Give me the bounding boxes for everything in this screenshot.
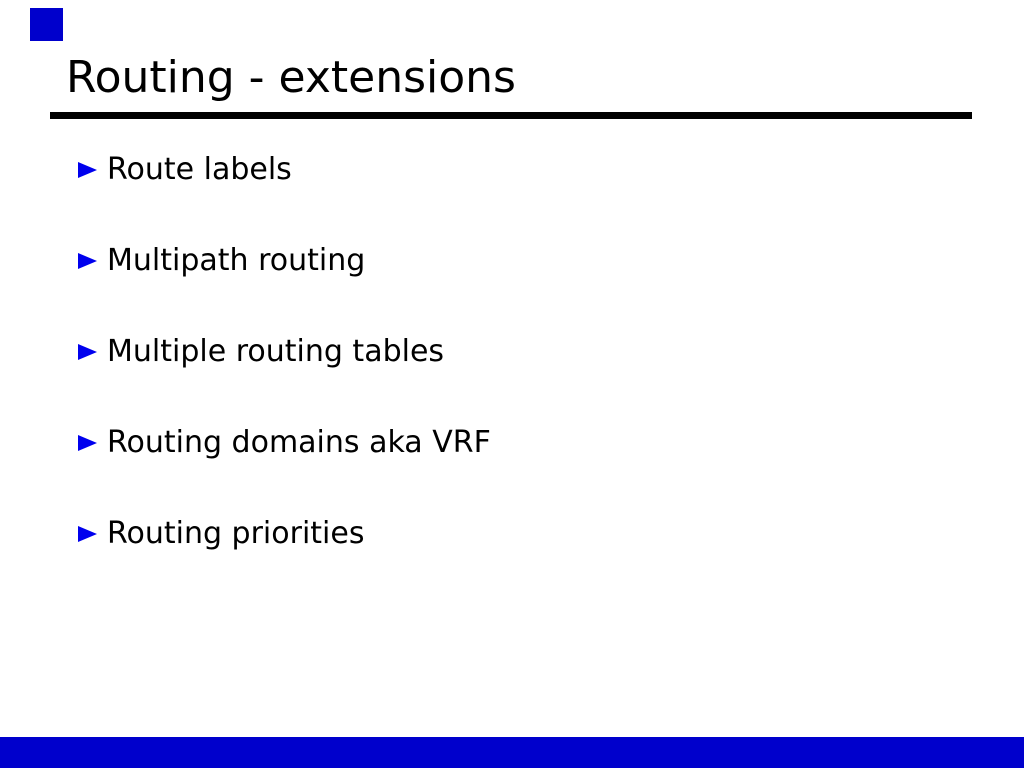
bullet-label: Multiple routing tables	[107, 334, 445, 369]
bullet-label: Multipath routing	[107, 243, 366, 278]
list-item: Routing priorities	[78, 515, 491, 553]
bullet-label: Routing domains aka VRF	[107, 425, 491, 460]
list-item: Routing domains aka VRF	[78, 424, 491, 462]
bullet-triangle-icon	[78, 344, 97, 360]
bullet-triangle-icon	[78, 162, 97, 178]
corner-decoration-square	[30, 8, 63, 41]
title-underline-rule	[50, 112, 972, 119]
bullet-triangle-icon	[78, 526, 97, 542]
bullet-list: Route labels Multipath routing Multiple …	[78, 151, 491, 606]
bullet-label: Route labels	[107, 152, 292, 187]
footer-decoration-bar	[0, 737, 1024, 768]
slide-title: Routing - extensions	[66, 52, 516, 103]
bullet-label: Routing priorities	[107, 516, 365, 551]
bullet-triangle-icon	[78, 435, 97, 451]
bullet-triangle-icon	[78, 253, 97, 269]
list-item: Multipath routing	[78, 242, 491, 280]
list-item: Multiple routing tables	[78, 333, 491, 371]
list-item: Route labels	[78, 151, 491, 189]
